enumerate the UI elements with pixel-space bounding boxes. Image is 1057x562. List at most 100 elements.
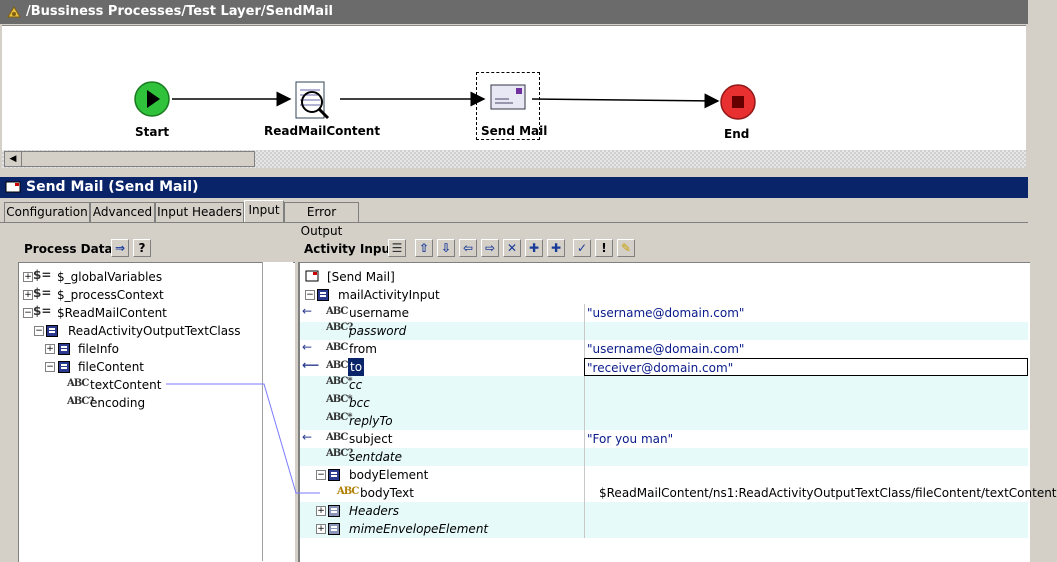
start-icon [134,81,170,117]
send-mail-node-label: Send Mail [481,124,548,138]
string-type-icon: ABC [326,432,348,443]
envelope-icon [490,84,526,110]
input-value-from[interactable]: "username@domain.com" [584,340,1028,358]
add-child-button[interactable]: ✚ [547,239,565,257]
error-button[interactable]: ! [595,239,613,257]
horizontal-scrollbar-thumb[interactable] [21,151,255,167]
tree-item-fileinfo[interactable]: fileInfo [78,342,119,356]
input-label-username: username [349,306,409,320]
tab-configuration[interactable]: Configuration [4,202,90,222]
input-row-bcc[interactable] [300,394,1028,412]
optional-complex-type-icon [328,523,340,535]
input-label-bodyelement: bodyElement [349,468,429,482]
end-icon [720,84,756,120]
edit-button[interactable]: ✎ [617,239,635,257]
tab-advanced[interactable]: Advanced [90,202,155,222]
expand-icon[interactable]: + [23,272,33,282]
activity-header: Send Mail (Send Mail) [0,177,1028,198]
tree-item-encoding[interactable]: encoding [90,396,146,410]
complex-type-icon [58,361,70,373]
input-value-to[interactable]: "receiver@domain.com" [584,358,1028,376]
process-data-tree[interactable] [18,262,295,562]
activity-input-heading: Activity Input: [304,242,401,256]
window-title: /Bussiness Processes/Test Layer/SendMail [26,4,333,19]
mail-activity-icon [5,181,21,193]
end-node[interactable] [719,83,757,121]
input-value-mimeenvelopeelement[interactable] [584,520,1028,538]
mapped-arrow-icon: ⟵ [302,358,320,372]
readmailcontent-node-label: ReadMailContent [264,124,381,138]
start-node[interactable] [133,80,171,118]
input-label-sentdate: sentdate [349,450,403,464]
tab-input-headers[interactable]: Input Headers [155,202,244,222]
validate-button[interactable]: ✓ [573,239,591,257]
optional-string-type-icon: ABC? [326,322,353,333]
variable-icon: $= [33,286,52,300]
delete-button[interactable]: ✕ [503,239,521,257]
input-row-send-mail[interactable] [300,268,1028,286]
input-label-mailactivityinput: mailActivityInput [338,288,440,302]
input-value-password[interactable] [584,322,1028,340]
expand-icon[interactable]: + [316,524,326,534]
canvas-scroll-area [2,150,1026,168]
tab-error-output[interactable]: Error Output [284,202,359,238]
repeating-string-type-icon: ABC* [326,376,353,387]
input-value-cc[interactable] [584,376,1028,394]
collapse-icon[interactable]: − [34,326,44,336]
expand-icon[interactable]: + [316,506,326,516]
expand-icon[interactable]: + [45,344,55,354]
input-row-cc[interactable] [300,376,1028,394]
end-node-label: End [724,127,750,141]
input-label-cc: cc [349,378,363,392]
input-value-username[interactable]: "username@domain.com" [584,304,1028,322]
complex-type-icon [328,469,340,481]
string-type-icon: ABC [326,306,348,317]
scroll-left-arrow-icon[interactable]: ◀ [4,151,22,167]
collapse-icon[interactable]: − [305,290,315,300]
input-value-subject[interactable]: "For you man" [584,430,1028,448]
add-button[interactable]: ✚ [525,239,543,257]
read-file-icon [295,81,330,120]
process-icon [7,6,21,18]
move-right-button[interactable]: ⇨ [481,239,499,257]
readmailcontent-node[interactable] [290,80,334,122]
input-row-password[interactable] [300,322,1028,340]
collapse-icon[interactable]: − [316,470,326,480]
tree-item-globalvariables[interactable]: $_globalVariables [57,270,163,284]
input-row-mimeenvelopeelement[interactable] [300,520,1028,538]
tree-item-filecontent[interactable]: fileContent [78,360,144,374]
input-row-sentdate[interactable] [300,448,1028,466]
input-value-bodytext[interactable]: $ReadMailContent/ns1:ReadActivityOutputT… [584,484,1057,502]
input-value-sentdate[interactable] [584,448,1028,466]
map-data-button[interactable]: ⇒ [111,239,129,257]
input-label-bcc: bcc [349,396,370,410]
input-label-bodytext: bodyText [360,486,414,500]
input-row-headers[interactable] [300,502,1028,520]
repeating-string-type-icon: ABC* [326,394,353,405]
tab-input[interactable]: Input [244,200,284,223]
move-left-button[interactable]: ⇦ [459,239,477,257]
string-type-icon: ABC [337,486,359,497]
collapse-icon[interactable]: − [45,362,55,372]
input-value-bcc[interactable] [584,394,1028,412]
input-value-replyto[interactable] [584,412,1028,430]
activity-title: Send Mail (Send Mail) [26,179,199,195]
tree-item-textcontent[interactable]: textContent [90,378,162,392]
expand-icon[interactable]: + [23,290,33,300]
move-up-button[interactable]: ⇧ [415,239,433,257]
input-row-replyto[interactable] [300,412,1028,430]
input-label-from: from [349,342,377,356]
collapse-icon[interactable]: − [23,308,33,318]
input-value-headers[interactable] [584,502,1028,520]
help-button[interactable]: ? [133,239,151,257]
tree-item-readmailcontent[interactable]: $ReadMailContent [57,306,167,320]
mapped-arrow-icon: ← [302,304,313,318]
tree-item-readactivityoutputtextclass[interactable]: ReadActivityOutputTextClass [68,324,241,338]
input-value-bodyelement[interactable] [584,466,1028,484]
tree-item-processcontext[interactable]: $_processContext [57,288,164,302]
move-down-button[interactable]: ⇩ [437,239,455,257]
send-mail-node[interactable] [476,72,540,140]
input-label-to: to [348,358,365,376]
show-list-button[interactable]: ☰ [388,239,406,257]
mapping-line [166,383,320,494]
